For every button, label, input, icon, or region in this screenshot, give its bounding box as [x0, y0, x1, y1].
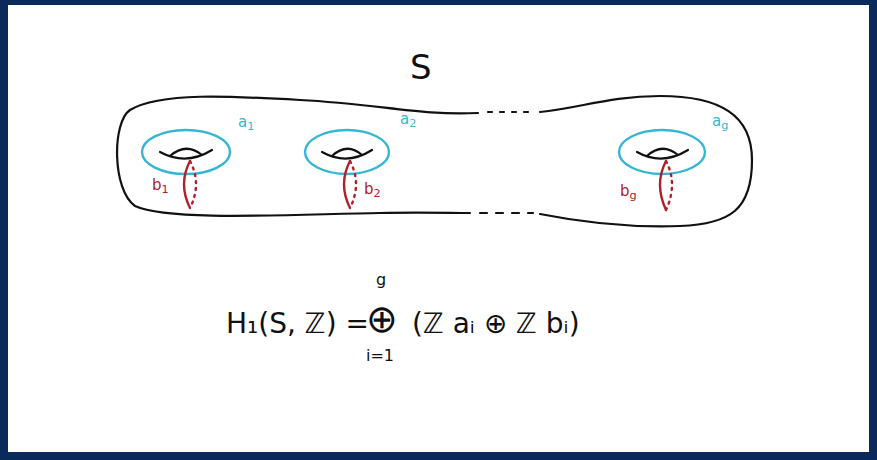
- direct-sum-symbol: ⊕: [366, 300, 398, 338]
- homology-formula: H₁(S, ℤ) =: [226, 310, 369, 338]
- sum-lower-index: i=1: [366, 348, 394, 364]
- cycle-label: a2: [400, 112, 416, 129]
- homology-formula: (ℤ aᵢ ⊕ ℤ bᵢ): [412, 310, 580, 338]
- cycle-label: a1: [238, 115, 254, 132]
- sum-upper-index: g: [376, 272, 386, 288]
- cycle-label: b1: [152, 178, 169, 195]
- cycle-label: ag: [712, 114, 728, 131]
- cycle-label: b2: [364, 182, 381, 199]
- surface-name: S: [410, 50, 432, 84]
- page-ground: [8, 5, 869, 452]
- cycle-label: bg: [620, 184, 637, 201]
